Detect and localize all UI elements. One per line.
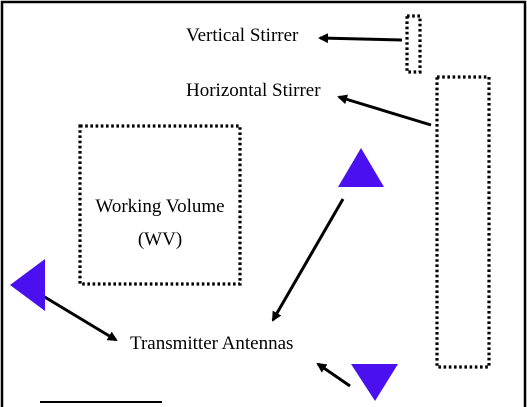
working-volume-label-line1: Working Volume [95,196,224,217]
horizontal-stirrer-shape [435,75,491,369]
vertical-stirrer-label: Vertical Stirrer [186,25,299,46]
antenna-triangle-left-icon [10,259,45,311]
antenna-triangle-down-icon [351,364,398,401]
antenna-triangle-up-icon [338,148,384,187]
horizontal-stirrer-label: Horizontal Stirrer [186,80,321,101]
transmitter-antennas-label: Transmitter Antennas [130,333,293,354]
working-volume-box [78,124,242,286]
antenna-left-arrow [42,294,118,342]
vertical-stirrer-shape [405,14,422,74]
horizontal-stirrer-arrow [337,94,432,127]
antenna-bottom-arrow [316,362,351,388]
working-volume-label-line2: (WV) [138,229,182,250]
antenna-right-arrow [271,198,345,322]
vertical-stirrer-arrow [318,33,403,44]
